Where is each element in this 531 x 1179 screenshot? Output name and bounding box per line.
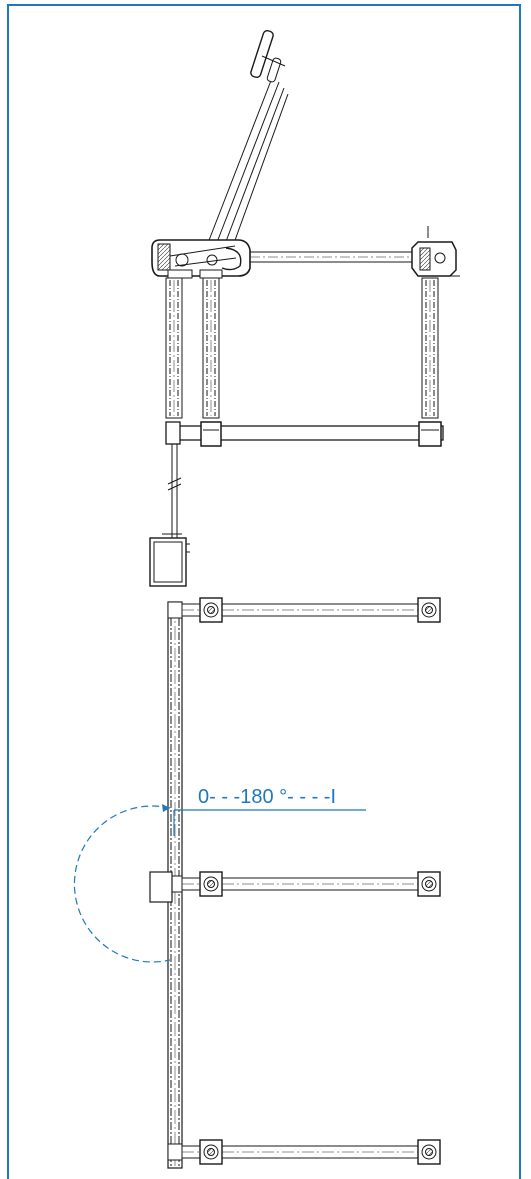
motor-drive-cabinet — [149, 533, 190, 587]
drawing-frame — [7, 4, 521, 1179]
base-frame — [165, 421, 444, 447]
insulator-column-right — [421, 277, 439, 419]
insulator-column-left — [165, 277, 183, 419]
drive-rod — [167, 444, 182, 540]
right-head — [411, 226, 460, 277]
operating-lever — [205, 29, 289, 255]
pole-row-2 — [149, 871, 441, 903]
upper-shaft — [250, 251, 412, 263]
pole-row-3 — [167, 1139, 441, 1165]
elevation-view — [149, 29, 460, 587]
pole-row-1 — [167, 597, 441, 623]
rotation-arrowhead — [162, 804, 170, 812]
plan-view — [149, 597, 441, 1169]
angle-label: 0- - -180 °- - - -I — [198, 786, 336, 808]
rotation-annotation: 0- - -180 °- - - -I — [73, 786, 366, 963]
insulator-column-middle — [202, 277, 220, 419]
drive-head — [151, 239, 251, 279]
